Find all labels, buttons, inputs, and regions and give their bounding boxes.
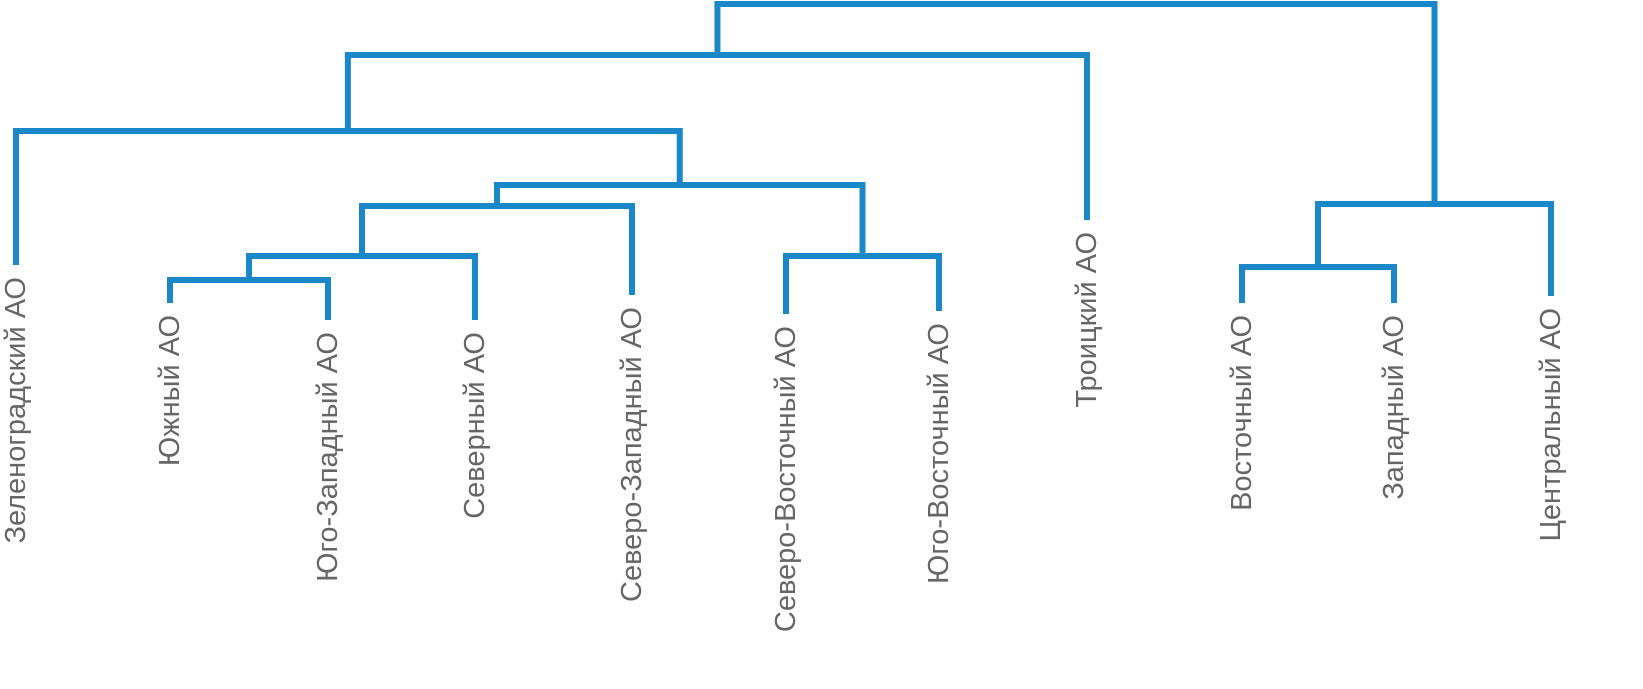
leaf-label-zelenograd: Зеленоградский АО (0, 277, 32, 544)
leaf-label-yuzhny: Южный АО (154, 315, 186, 466)
leaf-label-severny: Северный АО (459, 332, 491, 519)
leaf-label-zapadny: Западный АО (1378, 315, 1410, 500)
leaf-label-yugo-vostochny: Юго-Восточный АО (923, 323, 955, 584)
leaf-label-severo-vostochny: Северо-Восточный АО (770, 326, 802, 632)
leaf-label-yugo-zapadny: Юго-Западный АО (312, 332, 344, 582)
leaf-label-vostochny: Восточный АО (1226, 315, 1258, 511)
leaf-label-tsentralny: Центральный АО (1535, 308, 1567, 542)
leaf-label-severo-zapadny: Северо-Западный АО (616, 307, 648, 602)
dendrogram-leaf-labels: Зеленоградский АО Южный АО Юго-Западный АО… (0, 232, 1567, 632)
leaf-label-troitsky: Троицкий АО (1071, 232, 1103, 408)
dendrogram-links (13, 1, 1554, 320)
